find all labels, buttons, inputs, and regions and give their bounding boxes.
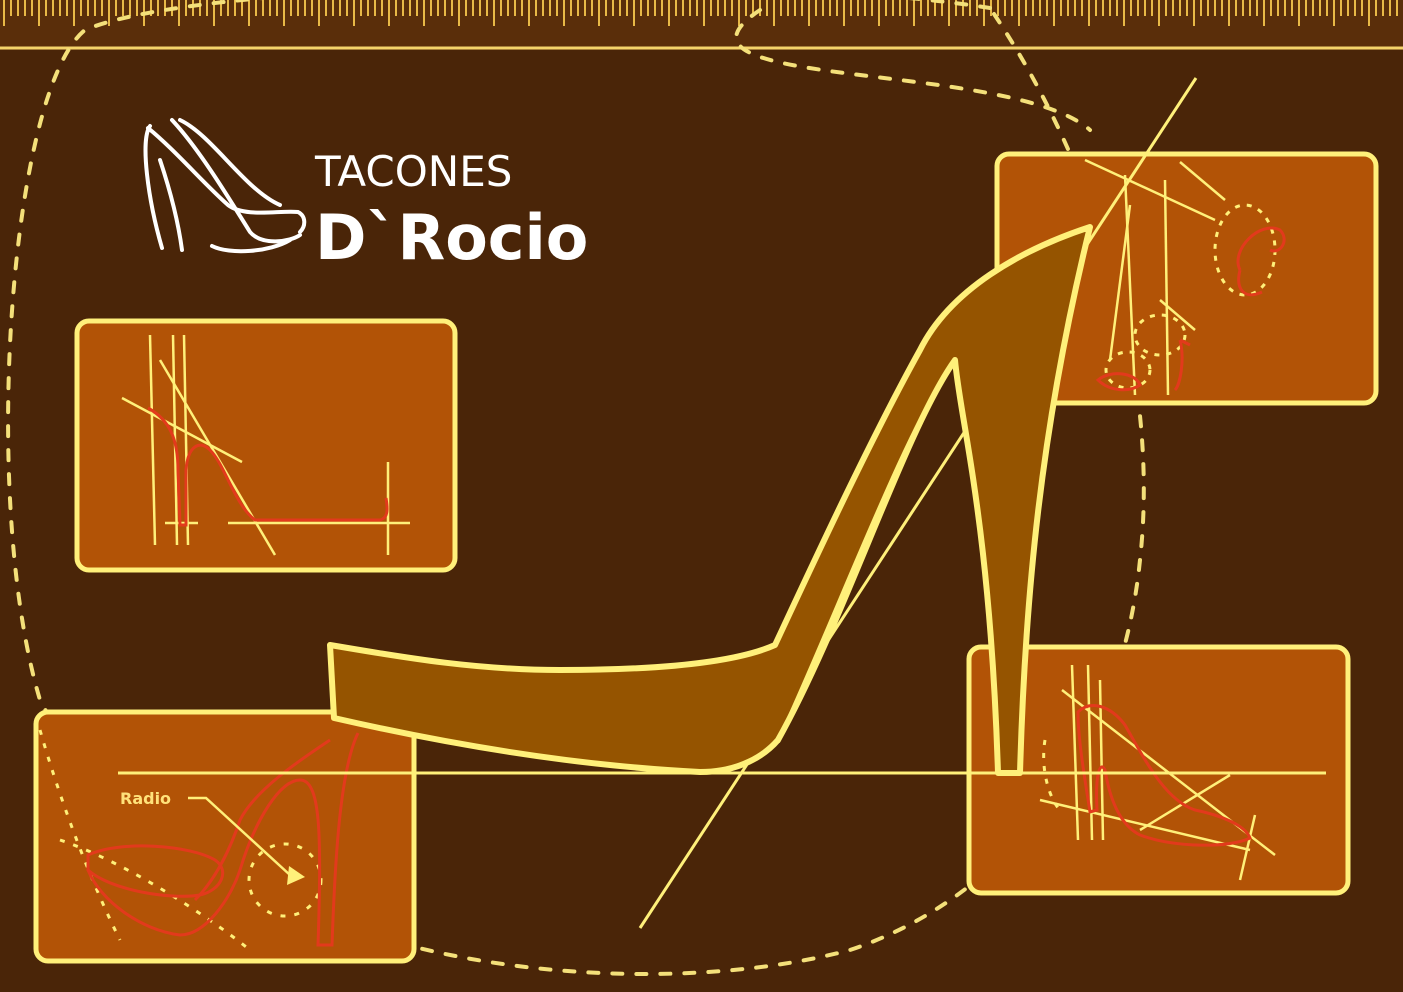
- sketch-panel-4: [966, 644, 1351, 896]
- sketch-panel-2: [994, 151, 1379, 406]
- brand-logo: TACONES D`Rocio: [143, 118, 588, 274]
- sketch-panel-1: [74, 318, 458, 573]
- logo-shoe-icon: [143, 118, 307, 254]
- top-ruler: [0, 0, 1403, 50]
- dotted-guide-arcs: [6, 0, 1146, 976]
- brand-name-line2: D`Rocio: [315, 201, 588, 274]
- arrow-head-icon: [287, 866, 305, 885]
- hero-shoe: [118, 77, 1326, 929]
- brand-name-line1: TACONES: [314, 147, 512, 196]
- radio-callout-label: Radio: [120, 789, 171, 808]
- sketch-panel-3: Radio: [33, 709, 417, 964]
